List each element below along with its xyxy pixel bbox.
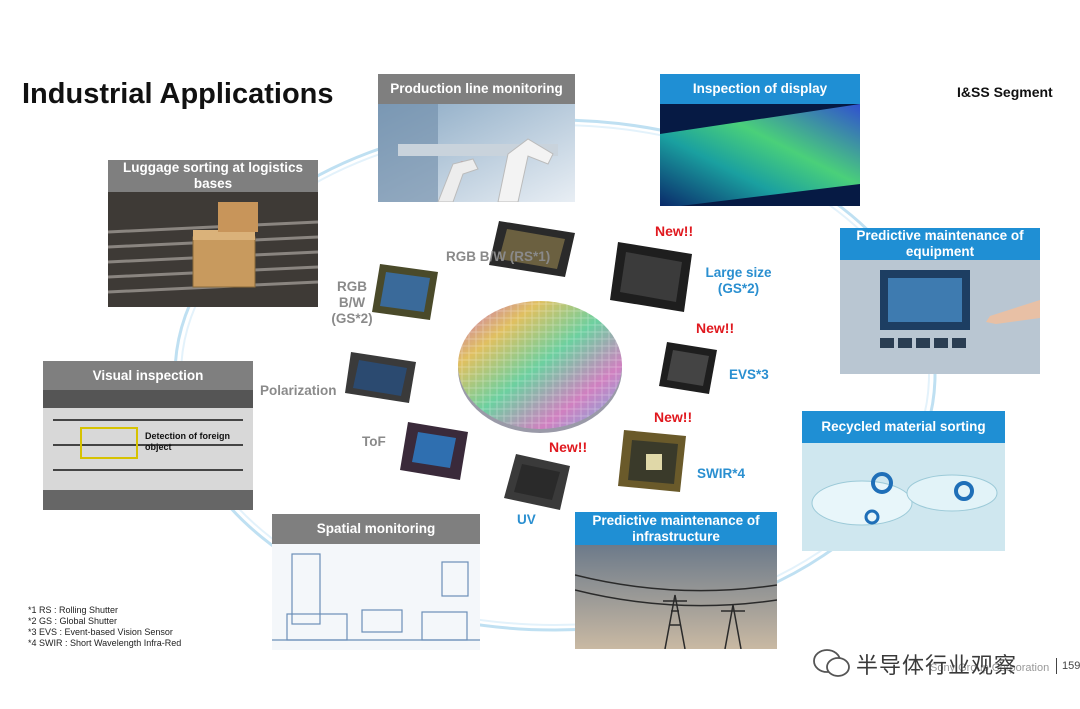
card-label-spatial: Spatial monitoring [272, 514, 480, 544]
sensor-chip-rs [489, 221, 575, 277]
footnote-1: *1 RS : Rolling Shutter [28, 605, 119, 615]
card-label-luggage: Luggage sorting at logistics bases [108, 160, 318, 192]
equipment-photo [840, 260, 1040, 374]
footnote-2: *2 GS : Global Shutter [28, 616, 118, 626]
sensor-chip-gs [372, 264, 438, 320]
new-badge-evs: New!! [696, 320, 735, 336]
page-title: Industrial Applications [22, 78, 334, 110]
new-badge-swir: New!! [654, 409, 693, 425]
label-uv: UV [517, 512, 536, 527]
footnote-3: *3 EVS : Event-based Vision Sensor [28, 627, 173, 637]
card-label-display: Inspection of display [660, 74, 860, 104]
segment-label: I&SS Segment [957, 84, 1053, 100]
new-badge-uv: New!! [549, 439, 588, 455]
visual-photo [43, 390, 253, 510]
card-label-equipment: Predictive maintenance of equipment [840, 228, 1040, 260]
new-badge-large: New!! [655, 223, 694, 239]
company-footer: Sony Group Corporation [930, 662, 1050, 674]
visual-annotation: Detection of foreign object [145, 431, 230, 452]
card-label-production: Production line monitoring [378, 74, 575, 104]
display-photo [660, 104, 860, 206]
production-photo [378, 104, 575, 202]
page-number: 159 [1062, 660, 1080, 672]
card-label-visual: Visual inspection [43, 361, 253, 390]
label-rgb-gs: RGB B/W (GS*2) [331, 279, 373, 326]
sensor-chip-tof [400, 422, 468, 480]
recycled-photo [802, 443, 1005, 551]
luggage-photo [108, 192, 318, 307]
infrastructure-photo [575, 545, 777, 649]
card-label-recycled: Recycled material sorting [802, 411, 1005, 443]
label-tof: ToF [362, 434, 386, 449]
wafer-image [458, 301, 622, 433]
label-rgb-rs: RGB B/W (RS*1) [446, 249, 550, 264]
sensor-chip-large [610, 242, 692, 312]
label-large-size: Large size (GS*2) [705, 265, 772, 296]
label-polarization: Polarization [260, 383, 337, 398]
watermark-text: 半导体行业观察 [856, 653, 1018, 678]
sensor-chip-uv [504, 454, 570, 510]
wechat-icon [813, 649, 850, 677]
sensor-chip-swir [618, 430, 686, 492]
footnotes: *1 RS : Rolling Shutter *2 GS : Global S… [28, 605, 181, 649]
sensor-chip-evs [659, 342, 717, 394]
sensor-chip-polarization [345, 352, 416, 403]
spatial-photo [272, 544, 480, 650]
label-swir: SWIR*4 [697, 466, 746, 481]
label-evs: EVS*3 [729, 367, 769, 382]
footnote-4: *4 SWIR : Short Wavelength Infra-Red [28, 638, 182, 648]
footer-divider [1056, 658, 1057, 674]
card-label-infrastructure: Predictive maintenance of infrastructure [575, 512, 777, 545]
